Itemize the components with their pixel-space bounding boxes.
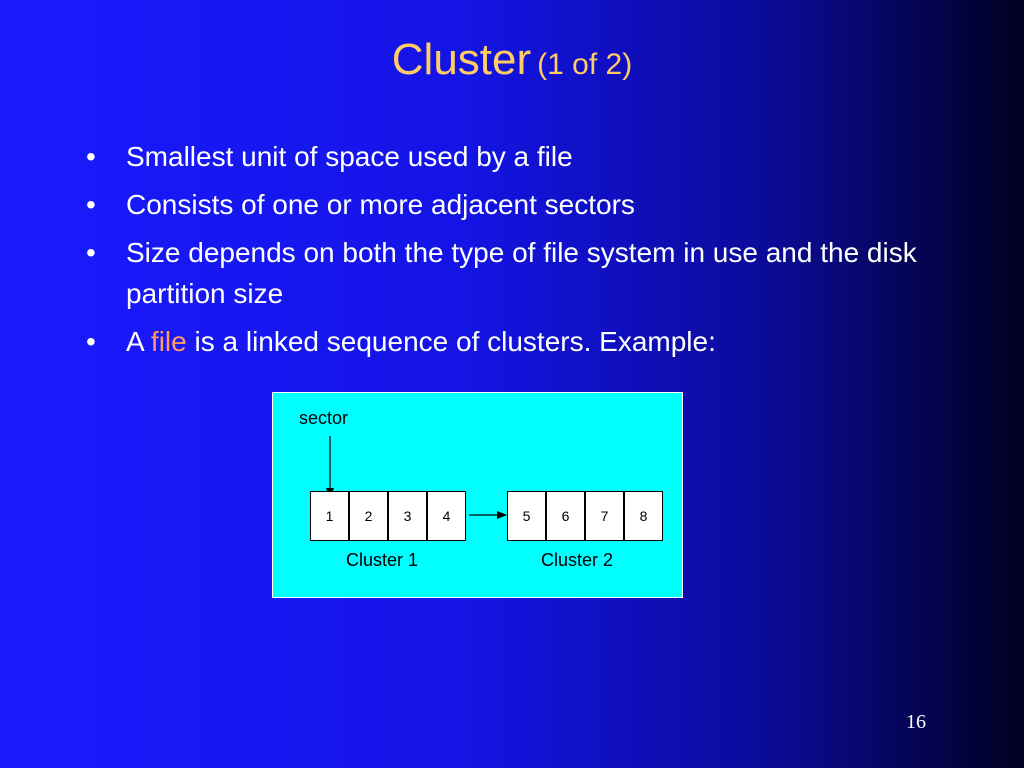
sector-cell: 8 [624,491,663,541]
bullet-marker: • [86,189,96,220]
cluster-1-label: Cluster 1 [346,550,419,570]
title-main: Cluster [391,35,532,84]
diagram-arrows [326,436,507,519]
bullet-item: • Size depends on both the type of file … [86,232,926,314]
sector-cell: 1 [310,491,349,541]
sector-cell: 6 [546,491,585,541]
bullet-text: Consists of one or more adjacent sectors [126,189,635,220]
slide-title: Cluster(1 of 2) [0,38,1024,82]
sector-cell: 2 [349,491,388,541]
cluster-diagram: sector 1 2 3 4 5 6 7 8 Cluster 1 Cluster… [272,392,683,598]
bullet-highlight-file: file [150,326,187,357]
bullet-marker: • [86,326,96,357]
sector-label: sector [299,408,349,428]
bullet-item: • A file is a linked sequence of cluster… [86,321,926,362]
title-subtitle: (1 of 2) [537,48,633,81]
page-number: 16 [906,711,926,733]
bullet-text-suffix: is a linked sequence of clusters. Exampl… [186,326,716,357]
bullet-text: Smallest unit of space used by a file [126,141,573,172]
sector-cell: 5 [507,491,546,541]
bullet-marker: • [86,237,96,268]
bullet-item: • Smallest unit of space used by a file [86,136,926,177]
sector-cell: 7 [585,491,624,541]
sector-cell: 4 [427,491,466,541]
sector-cell: 3 [388,491,427,541]
bullet-list: • Smallest unit of space used by a file … [86,136,926,369]
bullet-text: Size depends on both the type of file sy… [126,237,917,309]
cluster-2-label: Cluster 2 [541,550,614,570]
bullet-item: • Consists of one or more adjacent secto… [86,184,926,225]
bullet-marker: • [86,141,96,172]
bullet-text-prefix: A [126,326,151,357]
